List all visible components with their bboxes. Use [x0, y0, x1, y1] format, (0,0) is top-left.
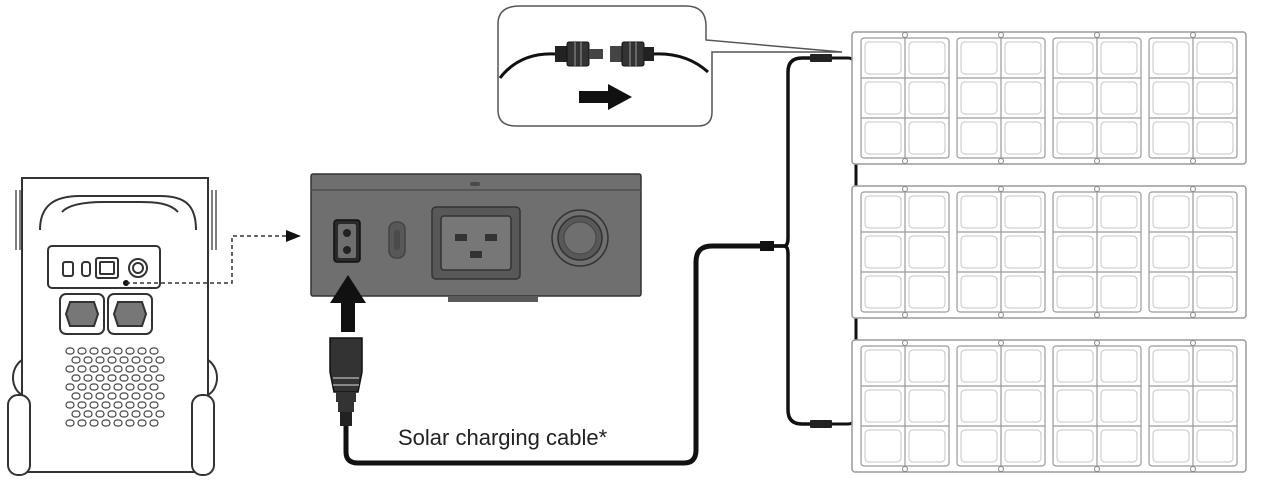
solar-panel-icon [851, 185, 1247, 319]
vent-hole [131, 374, 141, 382]
vent-hole [155, 374, 165, 382]
vent-hole [137, 347, 147, 355]
vent-hole [113, 365, 123, 373]
vent-hole [149, 401, 159, 409]
vent-hole [95, 374, 105, 382]
vent-hole [95, 356, 105, 364]
vent-grille [65, 347, 165, 427]
vent-hole [101, 365, 111, 373]
vent-hole [89, 419, 99, 427]
mc4-connector-icon [555, 41, 654, 67]
vent-hole [119, 410, 129, 418]
vent-hole [83, 356, 93, 364]
vent-hole [65, 419, 75, 427]
vent-hole [71, 374, 81, 382]
vent-hole [131, 392, 141, 400]
vent-hole [83, 374, 93, 382]
vent-hole [113, 383, 123, 391]
vent-hole [71, 392, 81, 400]
vent-hole [83, 392, 93, 400]
cable-label: Solar charging cable* [398, 425, 608, 450]
vent-hole [131, 410, 141, 418]
vent-hole [143, 374, 153, 382]
vent-hole [149, 419, 159, 427]
vent-hole [125, 347, 135, 355]
vent-hole [89, 383, 99, 391]
solar-charging-cable [343, 243, 772, 466]
vent-hole [137, 419, 147, 427]
round-knob [551, 209, 609, 267]
vent-hole [113, 347, 123, 355]
ac-inlet-port [431, 206, 521, 280]
vent-hole [89, 365, 99, 373]
vent-hole [131, 356, 141, 364]
vent-hole [101, 419, 111, 427]
vent-hole [107, 392, 117, 400]
vent-hole [89, 347, 99, 355]
vent-hole [125, 383, 135, 391]
vent-hole [125, 419, 135, 427]
vent-hole [83, 410, 93, 418]
vent-hole [113, 401, 123, 409]
callout-pointer [123, 230, 301, 286]
vent-hole [119, 374, 129, 382]
connect-arrow-icon [579, 84, 632, 110]
cable-plug-icon [329, 337, 363, 426]
connector-callout [497, 5, 843, 127]
vent-hole [155, 356, 165, 364]
vent-hole [155, 410, 165, 418]
vent-hole [143, 356, 153, 364]
vent-hole [107, 410, 117, 418]
vent-hole [77, 419, 87, 427]
vent-hole [95, 392, 105, 400]
vent-hole [77, 401, 87, 409]
vent-hole [149, 347, 159, 355]
vent-hole [101, 383, 111, 391]
vent-hole [119, 356, 129, 364]
y-branch-connector [760, 54, 860, 428]
vent-hole [125, 401, 135, 409]
vent-hole [155, 392, 165, 400]
vent-hole [89, 401, 99, 409]
solar-input-port [333, 219, 361, 263]
solar-panel-icon [851, 339, 1247, 473]
vent-hole [101, 401, 111, 409]
vent-hole [65, 401, 75, 409]
vent-hole [65, 365, 75, 373]
solar-panel-icon [851, 31, 1247, 165]
vent-hole [119, 392, 129, 400]
vent-hole [107, 356, 117, 364]
vent-hole [77, 365, 87, 373]
vent-hole [149, 365, 159, 373]
vent-hole [125, 365, 135, 373]
vent-hole [71, 356, 81, 364]
vent-hole [143, 392, 153, 400]
port-panel [310, 173, 642, 302]
vent-hole [65, 383, 75, 391]
vent-hole [137, 383, 147, 391]
power-station-icon [7, 177, 218, 476]
insert-arrow-icon [330, 275, 366, 332]
vent-hole [137, 365, 147, 373]
vent-hole [101, 347, 111, 355]
vent-hole [107, 374, 117, 382]
vent-hole [149, 383, 159, 391]
vent-hole [77, 347, 87, 355]
vent-hole [143, 410, 153, 418]
solar-panel-array [851, 31, 1247, 473]
vent-hole [77, 383, 87, 391]
vent-hole [137, 401, 147, 409]
vent-hole [95, 410, 105, 418]
vent-hole [65, 347, 75, 355]
vent-hole [113, 419, 123, 427]
vent-hole [71, 410, 81, 418]
